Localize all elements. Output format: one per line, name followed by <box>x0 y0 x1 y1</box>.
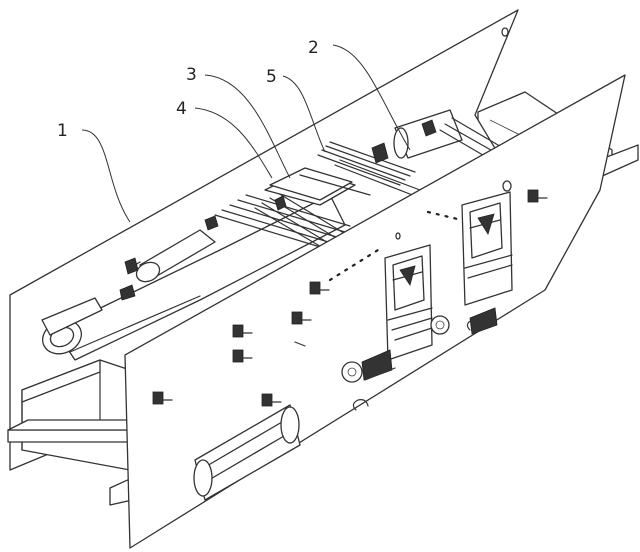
leader-lines <box>81 44 411 223</box>
upper-belt <box>119 229 216 301</box>
callout-5: 5 <box>266 67 277 87</box>
bearing-1 <box>152 391 173 405</box>
vibration-frame-left <box>384 244 450 361</box>
vibration-frame-right <box>461 191 513 306</box>
callout-1: 1 <box>57 121 68 141</box>
bearing-5 <box>291 311 312 325</box>
callout-2: 2 <box>308 38 319 58</box>
bearing-3 <box>232 349 253 363</box>
screen-rods <box>204 192 353 256</box>
callout-3: 3 <box>186 65 197 85</box>
rod-bundle <box>317 141 421 197</box>
discharge-window <box>193 404 301 501</box>
drive-chain <box>341 27 512 411</box>
callout-4: 4 <box>176 99 187 119</box>
bearing-6 <box>309 281 330 295</box>
bearing-blocks <box>152 189 548 407</box>
bearing-4 <box>261 393 282 407</box>
bearing-7 <box>527 189 548 203</box>
bearing-2 <box>232 324 253 338</box>
tray <box>264 167 371 206</box>
roller <box>371 109 511 166</box>
receiving-hopper <box>7 359 133 506</box>
